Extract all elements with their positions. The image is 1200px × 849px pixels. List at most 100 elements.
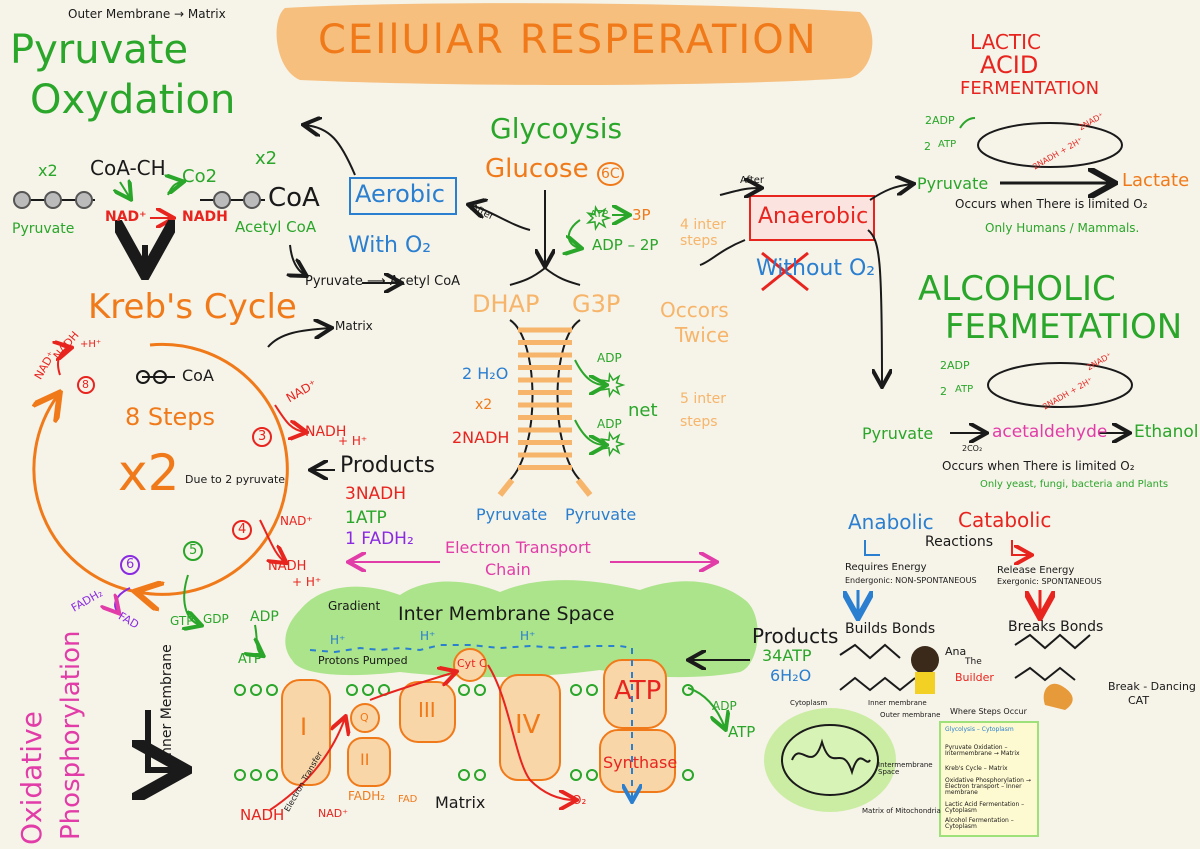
mito-inner: Inner membrane bbox=[868, 699, 927, 707]
glyco-pyruvate-1: Pyruvate bbox=[476, 505, 548, 524]
krebs-nadh-3: NADH bbox=[305, 424, 347, 440]
complex-ii: II bbox=[360, 750, 370, 769]
where-title: Where Steps Occur bbox=[950, 707, 1027, 716]
coa-ch: CoA-CH bbox=[90, 156, 166, 180]
aerobic-box bbox=[349, 177, 457, 215]
step-3: 3 bbox=[258, 429, 267, 444]
membrane-dot bbox=[234, 684, 246, 696]
catabolic-label: Catabolic bbox=[958, 508, 1052, 532]
etc-products-label: Products bbox=[752, 624, 839, 648]
intermembrane-space bbox=[285, 580, 758, 678]
nad-label: NAD⁺ bbox=[105, 209, 147, 225]
g3p-label: G3P bbox=[572, 290, 621, 318]
pyr-to-acetyl: Pyruvate ⟶ Acetyl CoA bbox=[305, 274, 461, 289]
lactic-two: 2 bbox=[924, 140, 931, 153]
anaerobic-box bbox=[749, 195, 875, 241]
ana-label: Ana bbox=[945, 645, 967, 658]
four-steps: steps bbox=[680, 233, 718, 249]
anaerobic-without: Without O₂ bbox=[756, 256, 876, 281]
etc-o2: O₂ bbox=[572, 793, 587, 807]
title: CEllUlAR RESPERATION bbox=[318, 17, 818, 63]
krebs-cycle bbox=[34, 328, 335, 655]
ana-avatar bbox=[911, 646, 939, 674]
where-item-3: Kreb's Cycle – Matrix bbox=[945, 765, 1008, 772]
alcoholic-atp: ATP bbox=[955, 384, 974, 395]
membrane-dot bbox=[250, 684, 262, 696]
energy-stars bbox=[585, 204, 626, 458]
glucose-label: Glucose bbox=[485, 154, 589, 184]
five-steps: steps bbox=[680, 414, 718, 430]
etc-fad: FAD bbox=[398, 794, 418, 805]
krebs-products-label: Products bbox=[340, 453, 435, 478]
twice-label: Twice bbox=[675, 323, 730, 347]
krebs-h-top: +H⁺ bbox=[80, 339, 102, 350]
membrane-dot bbox=[458, 684, 470, 696]
membrane-dot bbox=[362, 684, 374, 696]
lactic-pyruvate: Pyruvate bbox=[917, 174, 989, 193]
alcoholic-pyruvate: Pyruvate bbox=[862, 424, 934, 443]
adp-2p: ADP – 2P bbox=[592, 236, 659, 254]
reactions-label: Reactions bbox=[925, 534, 994, 550]
membrane-dot bbox=[234, 769, 246, 781]
five-inter: 5 inter bbox=[680, 391, 726, 407]
alcoholic-two: 2 bbox=[940, 385, 947, 398]
where-item-6: Alcohol Fermentation – Cytoplasm bbox=[945, 817, 1014, 830]
where-item-2: Pyruvate Oxidation – Intermembrane → Mat… bbox=[945, 744, 1020, 757]
anaerobic-left-arrow bbox=[699, 239, 746, 266]
lactic-title-1: LACTIC bbox=[970, 30, 1041, 54]
anaerobic-after: After bbox=[740, 175, 765, 186]
alcoholic-adp: 2ADP bbox=[940, 359, 970, 372]
anaerobic-label[interactable]: Anaerobic bbox=[758, 204, 869, 229]
membrane-dot bbox=[458, 769, 470, 781]
pyr-ox-title-1: Pyruvate bbox=[10, 27, 189, 73]
lactic-lactate: Lactate bbox=[1122, 170, 1190, 191]
exergonic: Exergonic: SPONTANEOUS bbox=[997, 577, 1102, 586]
krebs-h-3: + H⁺ bbox=[338, 434, 368, 448]
pyr-ox-title-2: Oxydation bbox=[30, 77, 236, 123]
atp-in: ATP bbox=[590, 209, 609, 220]
complex-iv: IV bbox=[515, 710, 541, 740]
etc-gradient: Gradient bbox=[328, 599, 381, 613]
pyruvate-chain bbox=[13, 182, 265, 268]
membrane-dot bbox=[346, 684, 358, 696]
krebs-adp: ADP bbox=[250, 609, 279, 625]
atp-star bbox=[599, 371, 626, 399]
etc-title-2: Chain bbox=[485, 560, 531, 579]
inner-membrane-dots bbox=[234, 684, 694, 781]
mito-cytoplasm: Cytoplasm bbox=[790, 699, 828, 707]
membrane-dot bbox=[682, 769, 694, 781]
requires-energy: Requires Energy bbox=[845, 562, 927, 573]
cat-label: CAT bbox=[1128, 694, 1150, 707]
breaks-bonds: Breaks Bonds bbox=[1008, 619, 1104, 635]
krebs-x2: x2 bbox=[118, 444, 180, 502]
cat-figure bbox=[1043, 683, 1073, 710]
atp-synthase-top: ATP bbox=[614, 676, 662, 706]
break-dancing: Break - Dancing bbox=[1108, 680, 1196, 693]
krebs-product-nadh: 3NADH bbox=[345, 484, 407, 504]
occurs-label: Occors bbox=[660, 298, 729, 322]
aerobic-label[interactable]: Aerobic bbox=[355, 180, 445, 208]
lactic-title-3: FERMENTATION bbox=[960, 78, 1100, 99]
krebs-h-4: + H⁺ bbox=[292, 575, 322, 589]
membrane-dot bbox=[474, 684, 486, 696]
etc-h-2: H⁺ bbox=[420, 629, 436, 643]
alcoholic-title-1: ALCOHOLIC bbox=[918, 269, 1116, 309]
three-p: 3P bbox=[632, 206, 651, 224]
alcoholic-title-2: FERMETATION bbox=[945, 307, 1183, 347]
where-box bbox=[939, 721, 1039, 837]
krebs-due: Due to 2 pyruvate bbox=[185, 473, 286, 486]
etc-atp: ATP bbox=[728, 723, 756, 741]
etc-complexes bbox=[281, 648, 676, 793]
six-c: 6C bbox=[597, 162, 624, 186]
glycolysis-ladder bbox=[497, 319, 605, 497]
etc-fadh2: FADH₂ bbox=[348, 789, 386, 803]
four-inter: 4 inter bbox=[680, 217, 726, 233]
membrane-dot bbox=[570, 684, 582, 696]
krebs-coa: CoA bbox=[182, 366, 214, 385]
glyco-pyruvate-2: Pyruvate bbox=[565, 505, 637, 524]
ox-phos-2: Phosphorylation bbox=[56, 630, 86, 840]
builder-label: Builder bbox=[955, 671, 994, 684]
mito-matrix: Matrix of Mitochondria bbox=[862, 807, 941, 815]
membrane-dot bbox=[586, 769, 598, 781]
x2-a: x2 bbox=[38, 161, 58, 180]
